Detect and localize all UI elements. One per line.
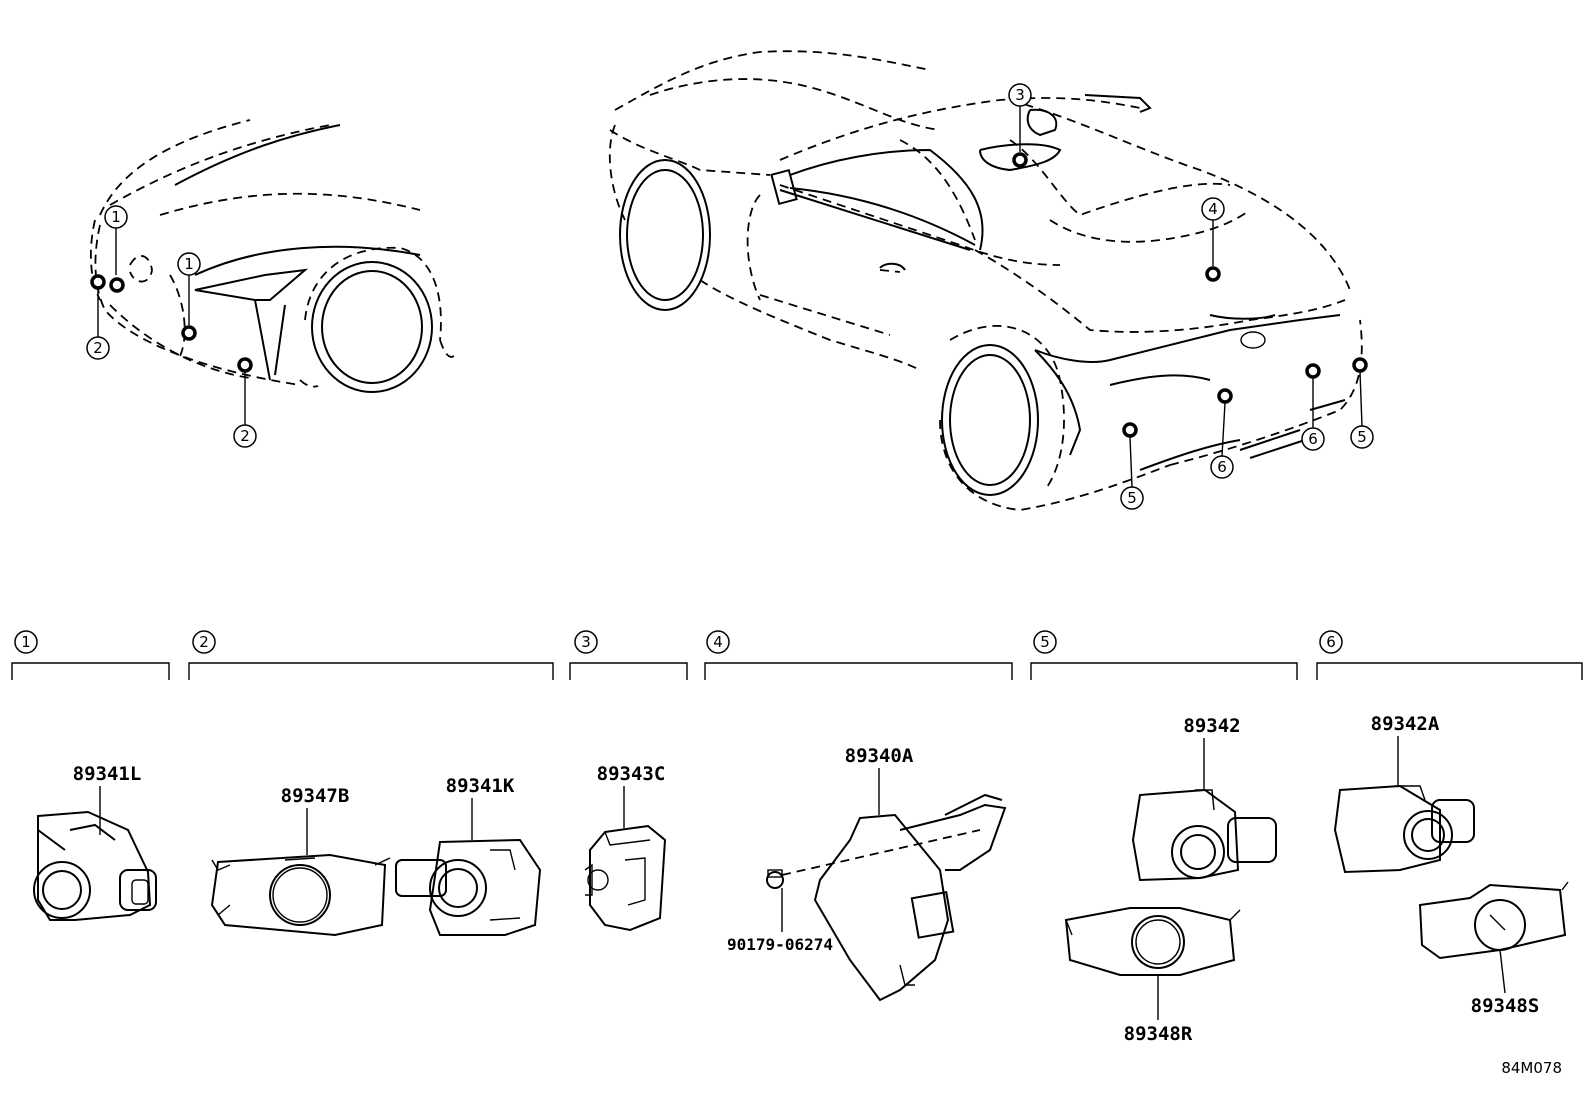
part-number-89343C: 89343C: [597, 763, 666, 785]
part-number-89347B: 89347B: [281, 785, 350, 807]
rear-callout-3: 3: [1008, 83, 1032, 152]
svg-text:2: 2: [240, 427, 250, 445]
rear-callout-4: 4: [1201, 197, 1225, 266]
part-89340A: 89340A: [781, 745, 1007, 1002]
front-callout-2b: 2: [233, 372, 257, 448]
part-90179-06274: 90179-06274: [727, 869, 833, 954]
part-89341L: 89341L: [33, 763, 157, 921]
rear-callout-6a: 6: [1210, 402, 1234, 479]
part-89342: 89342: [1131, 715, 1277, 882]
part-89348R: 89348R: [1064, 907, 1241, 1045]
part-number-89340A: 89340A: [845, 745, 914, 767]
svg-text:3: 3: [1015, 86, 1025, 104]
section-1-header: 1: [11, 630, 170, 680]
part-number-90179-06274: 90179-06274: [727, 935, 833, 954]
front-car-illustration: [89, 119, 456, 393]
svg-text:6: 6: [1308, 430, 1318, 448]
part-number-89348S: 89348S: [1471, 995, 1540, 1017]
svg-text:6: 6: [1326, 633, 1336, 651]
front-callout-2a: 2: [86, 290, 110, 360]
svg-text:1: 1: [111, 208, 121, 226]
svg-text:4: 4: [713, 633, 723, 651]
svg-text:2: 2: [199, 633, 209, 651]
rear-callout-6b: 6: [1301, 378, 1325, 451]
part-number-89342: 89342: [1183, 715, 1240, 737]
section-4-header: 4: [704, 630, 1013, 680]
part-number-89341L: 89341L: [73, 763, 142, 785]
part-89347B: 89347B: [210, 785, 391, 937]
rear-callout-5a: 5: [1120, 436, 1144, 510]
svg-text:1: 1: [184, 255, 194, 273]
svg-text:5: 5: [1357, 428, 1367, 446]
section-6-header: 6: [1316, 630, 1583, 680]
svg-text:3: 3: [581, 633, 591, 651]
section-3-header: 3: [569, 630, 688, 680]
front-callout-1a: 1: [104, 205, 128, 275]
front-sensor-markers: [90, 274, 253, 373]
section-2-header: 2: [188, 630, 554, 680]
part-89341K: 89341K: [395, 775, 542, 936]
svg-text:5: 5: [1127, 489, 1137, 507]
part-number-89342A: 89342A: [1371, 713, 1440, 735]
svg-text:2: 2: [93, 339, 103, 357]
section-5-header: 5: [1030, 630, 1298, 680]
part-number-89341K: 89341K: [446, 775, 515, 797]
part-number-89348R: 89348R: [1124, 1023, 1193, 1045]
svg-text:1: 1: [21, 633, 31, 651]
rear-car-illustration: [608, 50, 1363, 511]
part-89343C: 89343C: [584, 763, 667, 932]
part-89348S: 89348S: [1418, 881, 1569, 1017]
rear-sensor-markers: [1012, 152, 1368, 438]
svg-text:6: 6: [1217, 458, 1227, 476]
svg-text:5: 5: [1040, 633, 1050, 651]
svg-text:4: 4: [1208, 200, 1218, 218]
front-callout-1b: 1: [177, 252, 201, 325]
diagram-code: 84M078: [1501, 1059, 1562, 1077]
part-89342A: 89342A: [1333, 713, 1475, 874]
rear-callout-5b: 5: [1350, 371, 1374, 449]
